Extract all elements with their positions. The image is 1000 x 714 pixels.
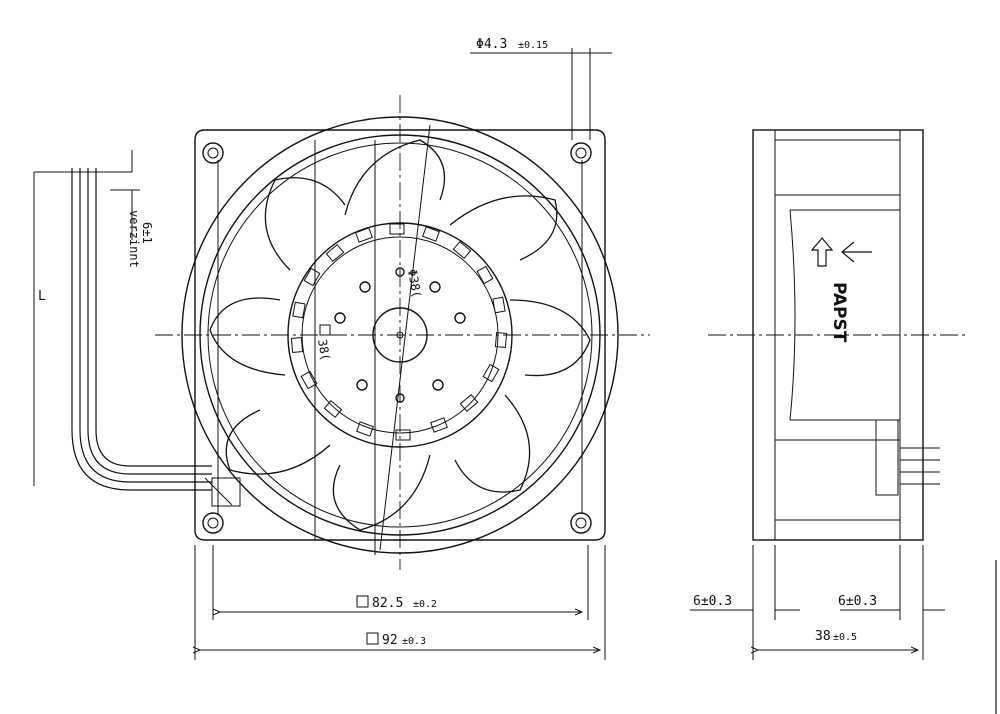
frame-size-label: 92 (382, 633, 398, 648)
mounting-hole (202, 512, 224, 534)
fan-blades (209, 139, 591, 531)
mounting-hole (202, 142, 224, 164)
side-dimension-labels: 6±0.3 6±0.3 38 ±0.5 (693, 594, 877, 644)
front-dimension-labels: Φ4.3 ±0.15 82.5 ±0.2 92 ±0.3 Φ38( 38( L … (38, 37, 548, 648)
right-offset-label: 6±0.3 (838, 594, 877, 609)
hole-diameter-label: Φ4.3 (476, 37, 507, 52)
cable-strip-note: verzinnt (127, 210, 141, 268)
hub-slots (290, 223, 508, 441)
frame-size-tolerance: ±0.3 (402, 636, 426, 647)
depth-tolerance: ±0.5 (833, 632, 857, 643)
mounting-hole (570, 142, 592, 164)
depth-label: 38 (815, 629, 831, 644)
left-offset-label: 6±0.3 (693, 594, 732, 609)
hole-spacing-label: 82.5 (372, 596, 403, 611)
rotation-arrow-icon (841, 241, 872, 263)
hub-square-label: 38( (315, 338, 333, 362)
hole-spacing-tolerance: ±0.2 (413, 599, 437, 610)
front-centerlines (155, 95, 650, 570)
mounting-hole (570, 512, 592, 534)
airflow-arrow-icon (810, 237, 834, 267)
brand-logo: PAPST (829, 282, 849, 343)
side-dimensions (690, 545, 945, 660)
hub-diameter-label: Φ38( (405, 268, 424, 299)
cable-strip-label: 6±1 (140, 222, 154, 244)
mounting-holes (202, 142, 592, 534)
hole-tolerance-label: ±0.15 (518, 40, 548, 51)
cable (33, 150, 212, 491)
fan-frame-outline (194, 129, 606, 541)
cable-length-label: L (38, 289, 46, 304)
front-dimensions (195, 48, 612, 660)
